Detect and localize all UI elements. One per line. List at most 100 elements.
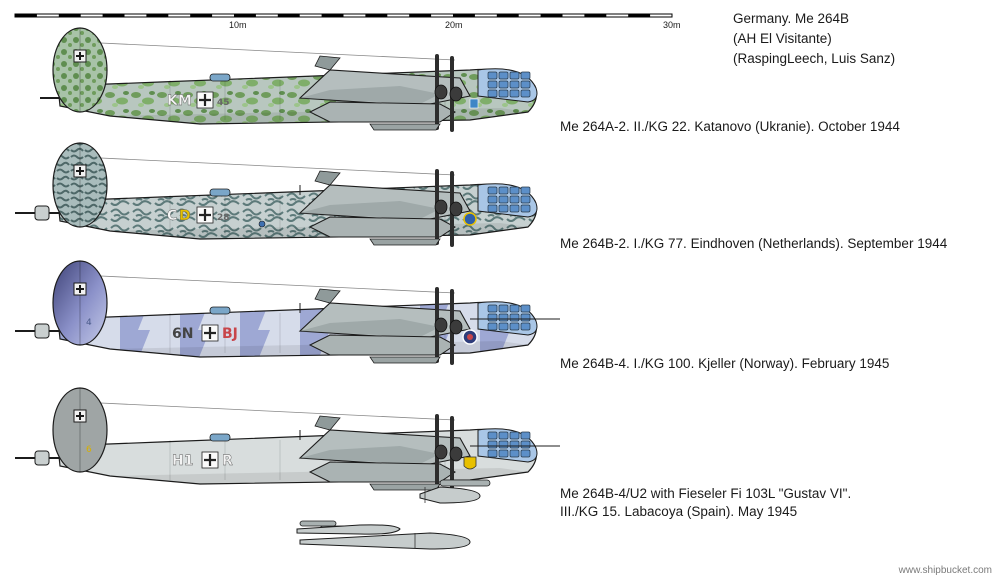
dorsal-turret bbox=[209, 188, 231, 197]
glazing-pane bbox=[509, 313, 520, 322]
glazing-pane bbox=[509, 195, 520, 204]
fuselage-code-red: BJ bbox=[222, 326, 238, 342]
antenna-wire bbox=[79, 274, 456, 294]
glazing-pane bbox=[509, 431, 520, 440]
title-line-3: (RaspingLeech, Luis Sanz) bbox=[733, 51, 896, 66]
glazing-pane bbox=[509, 71, 520, 80]
missile-body bbox=[299, 532, 471, 550]
fuselage-cross-mark bbox=[204, 327, 216, 339]
roundel-small bbox=[258, 220, 266, 228]
ventral-gondola bbox=[369, 123, 441, 131]
ventral-gondola bbox=[369, 238, 441, 246]
pulse-jet bbox=[439, 479, 491, 487]
scale-label-20m: 20m bbox=[445, 20, 463, 30]
propeller-spinner bbox=[434, 199, 448, 215]
glazing-pane bbox=[520, 322, 531, 331]
ventral-gondola bbox=[369, 483, 441, 491]
glazing-pane bbox=[487, 440, 498, 449]
caption-aircraft-4-line-1: Me 264B-4/U2 with Fieseler Fi 103L "Gust… bbox=[560, 486, 852, 501]
glazing-pane bbox=[520, 71, 531, 80]
watermark: www.shipbucket.com bbox=[898, 565, 992, 576]
caption-aircraft-1: Me 264A-2. II./KG 22. Katanovo (Ukranie)… bbox=[560, 119, 900, 134]
fuselage-code-suffix: 45 bbox=[217, 98, 230, 108]
antenna-wire bbox=[79, 156, 456, 176]
unit-emblem bbox=[469, 98, 479, 109]
glazing-pane bbox=[520, 449, 531, 458]
glazing-pane bbox=[520, 195, 531, 204]
glazing-pane bbox=[498, 313, 509, 322]
glazing-pane bbox=[487, 313, 498, 322]
propeller-spinner bbox=[434, 84, 448, 100]
ventral-gondola bbox=[369, 356, 441, 364]
engine-nacelle-lower bbox=[308, 334, 456, 356]
fuselage-code: C bbox=[167, 208, 177, 224]
antenna-wire bbox=[79, 401, 456, 421]
engine-nacelle-lower bbox=[308, 101, 456, 123]
title-line-2: (AH El Visitante) bbox=[733, 31, 832, 46]
tail-insignia-mark bbox=[76, 285, 84, 293]
glazing-pane bbox=[509, 204, 520, 213]
fuselage-code-suffix: 28 bbox=[217, 213, 230, 223]
tail-insignia-mark bbox=[76, 412, 84, 420]
propeller-spinner bbox=[434, 317, 448, 333]
engine-nacelle-lower bbox=[308, 461, 456, 483]
tail-turret bbox=[34, 450, 50, 466]
fuselage-cross-mark bbox=[199, 94, 211, 106]
propeller-spinner bbox=[449, 319, 463, 335]
glazing-pane bbox=[520, 80, 531, 89]
glazing-pane bbox=[509, 186, 520, 195]
tail-number: 4 bbox=[86, 318, 92, 328]
glazing-pane bbox=[498, 440, 509, 449]
fuselage-code: 6N bbox=[172, 326, 193, 342]
glazing-pane bbox=[520, 89, 531, 98]
glazing-pane bbox=[498, 89, 509, 98]
glazing-pane bbox=[498, 322, 509, 331]
propeller-spinner bbox=[449, 201, 463, 217]
engine-nacelle-shade bbox=[300, 319, 440, 337]
glazing-pane bbox=[498, 431, 509, 440]
glazing-pane bbox=[520, 304, 531, 313]
dorsal-turret bbox=[209, 433, 231, 442]
glazing-pane bbox=[487, 449, 498, 458]
fuselage-code-suffix: R bbox=[222, 453, 233, 469]
tail-fin bbox=[52, 387, 108, 473]
glazing-pane bbox=[487, 71, 498, 80]
nose-glazing bbox=[477, 68, 538, 103]
glazing-pane bbox=[498, 195, 509, 204]
nose-glazing bbox=[477, 183, 538, 218]
missile-body bbox=[419, 486, 481, 504]
glazing-pane bbox=[487, 431, 498, 440]
glazing-pane bbox=[487, 204, 498, 213]
glazing-pane bbox=[509, 304, 520, 313]
glazing-pane bbox=[509, 449, 520, 458]
engine-nacelle-shade bbox=[300, 446, 440, 464]
fi103-missile-upper bbox=[296, 520, 401, 535]
tail-turret bbox=[34, 323, 50, 339]
wing-tip bbox=[314, 288, 341, 304]
tail-fin bbox=[52, 27, 108, 113]
caption-aircraft-2: Me 264B-2. I./KG 77. Eindhoven (Netherla… bbox=[560, 236, 948, 251]
missile-upper-body bbox=[296, 524, 401, 535]
tail-insignia-mark bbox=[76, 167, 84, 175]
scale-bar bbox=[14, 13, 673, 18]
missile-upper-engine bbox=[299, 520, 337, 527]
tail-turret bbox=[34, 205, 50, 221]
unit-emblem-center bbox=[467, 334, 473, 340]
glazing-pane bbox=[487, 80, 498, 89]
glazing-pane bbox=[509, 322, 520, 331]
glazing-pane bbox=[509, 89, 520, 98]
glazing-pane bbox=[487, 322, 498, 331]
caption-aircraft-3: Me 264B-4. I./KG 100. Kjeller (Norway). … bbox=[560, 356, 890, 371]
fuselage-code: H1 bbox=[172, 453, 193, 469]
aircraft-3: 4 6N BJ bbox=[15, 260, 560, 365]
glazing-pane bbox=[498, 204, 509, 213]
fuselage-cross-mark bbox=[199, 209, 211, 221]
glazing-pane bbox=[498, 186, 509, 195]
wing-tip bbox=[314, 415, 341, 431]
fuselage-cross-mark bbox=[204, 454, 216, 466]
fuselage-code-yellow: D bbox=[179, 208, 191, 224]
